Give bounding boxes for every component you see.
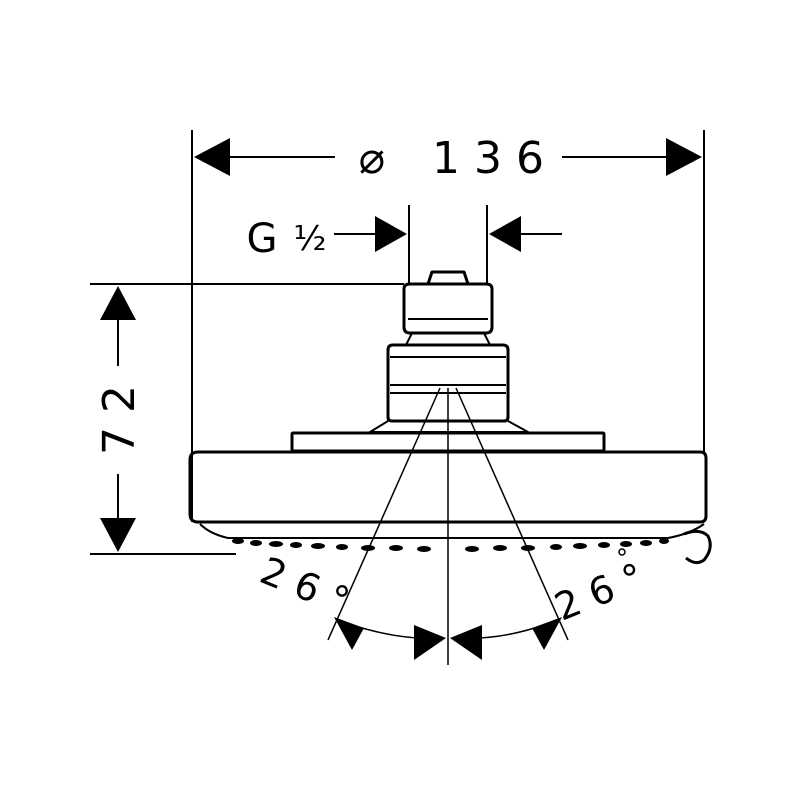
- height-dimension: [90, 283, 404, 555]
- diameter-arrowheads: [194, 138, 702, 176]
- shower-head-outline: [188, 270, 712, 565]
- height-value: 7 2: [94, 385, 145, 455]
- thread-dimension: [334, 205, 562, 284]
- diameter-symbol: ⌀: [359, 133, 386, 184]
- thread-arrowheads: [375, 216, 521, 252]
- spray-nozzles: [232, 538, 669, 552]
- diameter-value: 1 3 6: [432, 133, 544, 184]
- jet-selector-lever: [683, 529, 712, 565]
- thread-tip: [426, 270, 470, 285]
- diameter-dimension: [191, 130, 705, 522]
- angle-arrowheads: [334, 617, 562, 660]
- spray-angle-lines: [327, 387, 569, 665]
- thread-nut: [402, 282, 494, 335]
- height-arrowheads: [100, 286, 136, 552]
- spray-angle-right-label: 2 6 °: [548, 554, 649, 629]
- spray-angle-left-label: 2 6 °: [254, 548, 355, 623]
- swivel-ball: [386, 343, 510, 423]
- thread-size: ½: [294, 219, 327, 259]
- spray-face: [199, 523, 705, 539]
- thread-label: G: [247, 216, 278, 262]
